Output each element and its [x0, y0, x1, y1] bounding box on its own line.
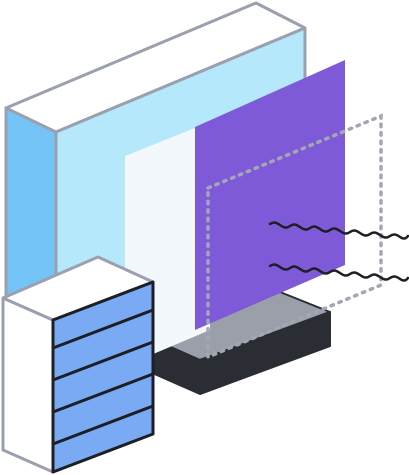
server-rack-front [51, 280, 155, 474]
server-rack-slot-4 [52, 404, 154, 446]
server-rack-left [1, 296, 55, 474]
wave-signal-bottom [268, 263, 409, 282]
dotted-outline-panel [206, 113, 383, 360]
purple-panel [195, 60, 345, 330]
server-rack-slot-3 [52, 372, 154, 414]
server-rack [1, 255, 155, 474]
server-rack-slot-1 [52, 308, 154, 350]
server-rack-slot-2 [52, 340, 154, 382]
wave-signal-top [268, 221, 409, 240]
